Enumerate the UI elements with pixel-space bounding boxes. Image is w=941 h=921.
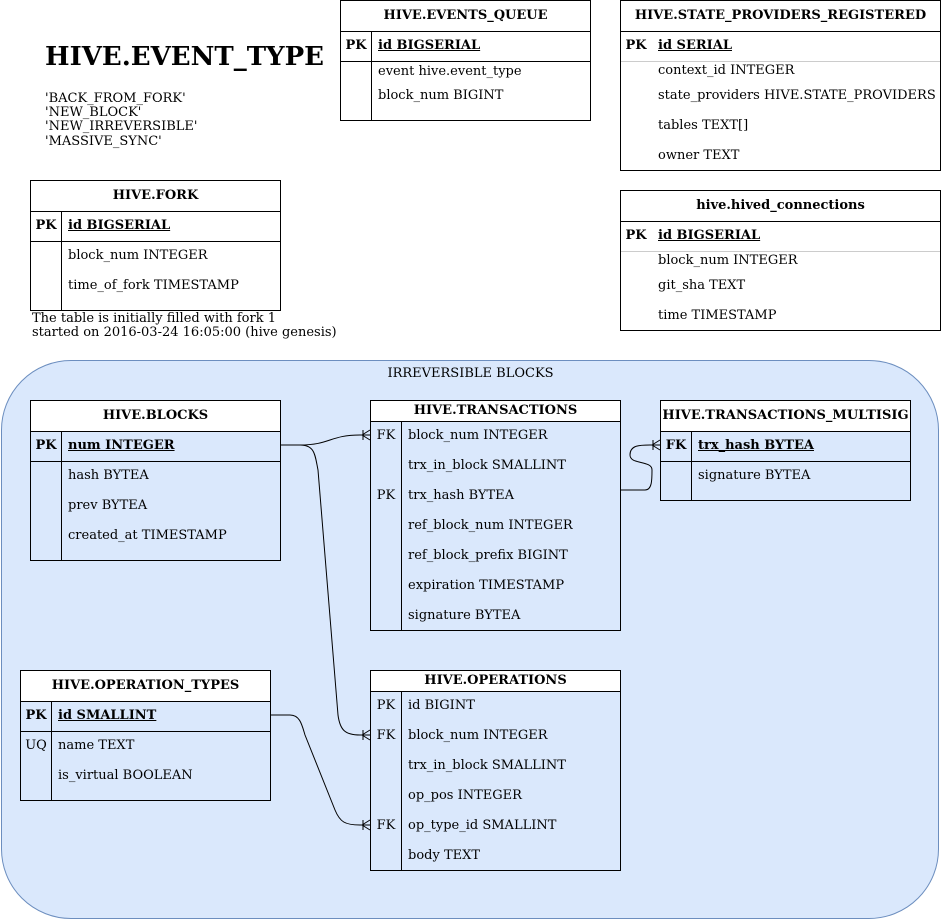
state-providers-table[interactable]: HIVE.STATE_PROVIDERS_REGISTERED PK id SER… — [620, 0, 941, 171]
event-type-value: 'NEW_IRREVERSIBLE' — [45, 119, 198, 134]
table-title: HIVE.EVENTS_QUEUE — [341, 1, 590, 32]
field: git_sha TEXT — [658, 278, 746, 293]
relation-blocks-operations — [281, 444, 370, 736]
key-label: PK — [35, 218, 57, 233]
key-label: PK — [35, 438, 57, 453]
key-label: PK — [25, 708, 47, 723]
field: event hive.event_type — [378, 64, 522, 79]
event-type-value: 'NEW_BLOCK' — [45, 105, 142, 120]
table-title: HIVE.TRANSACTIONS_MULTISIG — [661, 401, 910, 432]
pk-field: trx_hash BYTEA — [698, 438, 814, 453]
key-label: PK — [625, 38, 647, 53]
operations-table[interactable]: HIVE.OPERATIONS PK id BIGINT FK block_num … — [370, 670, 621, 871]
blocks-table[interactable]: HIVE.BLOCKS PK num INTEGER hash BYTEA pre… — [30, 400, 281, 561]
field: block_num INTEGER — [408, 428, 548, 443]
relation-transactions-multisig — [621, 444, 660, 491]
fork-table[interactable]: HIVE.FORK PK id BIGSERIAL block_num INTEG… — [30, 180, 281, 311]
field: block_num INTEGER — [408, 728, 548, 743]
event-type-value: 'MASSIVE_SYNC' — [45, 134, 162, 149]
crowfoot-icon — [361, 819, 371, 831]
field: trx_in_block SMALLINT — [408, 458, 566, 473]
crowfoot-icon — [361, 729, 371, 741]
pk-field: id BIGSERIAL — [68, 218, 171, 233]
events-queue-table[interactable]: HIVE.EVENTS_QUEUE PK id BIGSERIAL event h… — [340, 0, 591, 121]
operation-types-table[interactable]: HIVE.OPERATION_TYPES PK id SMALLINT UQ nam… — [20, 670, 271, 801]
table-title: HIVE.FORK — [31, 181, 280, 212]
event-type-value: 'BACK_FROM_FORK' — [45, 91, 186, 106]
field: block_num INTEGER — [658, 253, 798, 268]
field: block_num BIGINT — [378, 88, 504, 103]
hived-connections-table[interactable]: hive.hived_connections PK id BIGSERIAL bl… — [620, 190, 941, 331]
field: owner TEXT — [658, 148, 740, 163]
field: trx_hash BYTEA — [408, 488, 515, 503]
relation-optypes-operations — [271, 714, 370, 826]
crowfoot-icon — [651, 439, 661, 451]
pk-field: id SERIAL — [658, 38, 732, 53]
crowfoot-icon — [361, 429, 371, 441]
field: body TEXT — [408, 848, 481, 863]
transactions-table[interactable]: HIVE.TRANSACTIONS FK block_num INTEGER tr… — [370, 400, 621, 631]
key-label: PK — [376, 488, 396, 503]
event-type-title: HIVE.EVENT_TYPE — [45, 42, 324, 72]
fork-note: started on 2016-03-24 16:05:00 (hive gen… — [32, 325, 337, 340]
field: name TEXT — [58, 738, 135, 753]
pk-field: num INTEGER — [68, 438, 175, 453]
key-label: FK — [376, 818, 396, 833]
pk-field: id SMALLINT — [58, 708, 157, 723]
table-title: HIVE.STATE_PROVIDERS_REGISTERED — [621, 1, 940, 32]
table-title: HIVE.TRANSACTIONS — [371, 401, 620, 422]
field: block_num INTEGER — [68, 248, 208, 263]
pk-field: id BIGSERIAL — [658, 228, 761, 243]
field: expiration TIMESTAMP — [408, 578, 565, 593]
key-label: FK — [665, 438, 687, 453]
field: hash BYTEA — [68, 468, 149, 483]
key-label: PK — [625, 228, 647, 243]
table-title: HIVE.OPERATIONS — [371, 671, 620, 692]
field: trx_in_block SMALLINT — [408, 758, 566, 773]
field: time_of_fork TIMESTAMP — [68, 278, 239, 293]
field: op_pos INTEGER — [408, 788, 522, 803]
key-label: FK — [376, 428, 396, 443]
pk-field: id BIGSERIAL — [378, 38, 481, 53]
field: signature BYTEA — [408, 608, 521, 623]
key-label: PK — [376, 698, 396, 713]
table-title: HIVE.BLOCKS — [31, 401, 280, 432]
transactions-multisig-table[interactable]: HIVE.TRANSACTIONS_MULTISIG FK trx_hash BY… — [660, 400, 911, 501]
field: id BIGINT — [408, 698, 475, 713]
key-label: FK — [376, 728, 396, 743]
field: op_type_id SMALLINT — [408, 818, 557, 833]
field: ref_block_num INTEGER — [408, 518, 573, 533]
field: prev BYTEA — [68, 498, 148, 513]
field: is_virtual BOOLEAN — [58, 768, 193, 783]
key-label: PK — [345, 38, 367, 53]
field: context_id INTEGER — [658, 63, 795, 78]
field: created_at TIMESTAMP — [68, 528, 227, 543]
table-title: hive.hived_connections — [621, 191, 940, 222]
relation-blocks-transactions — [281, 434, 370, 446]
field: time TIMESTAMP — [658, 308, 777, 323]
field: signature BYTEA — [698, 468, 811, 483]
field: state_providers HIVE.STATE_PROVIDERS — [658, 88, 936, 103]
field: ref_block_prefix BIGINT — [408, 548, 568, 563]
fork-note: The table is initially filled with fork … — [32, 311, 277, 326]
table-title: HIVE.OPERATION_TYPES — [21, 671, 270, 702]
group-label: IRREVERSIBLE BLOCKS — [387, 366, 554, 381]
field: tables TEXT[] — [658, 118, 749, 133]
key-label: UQ — [25, 738, 47, 753]
